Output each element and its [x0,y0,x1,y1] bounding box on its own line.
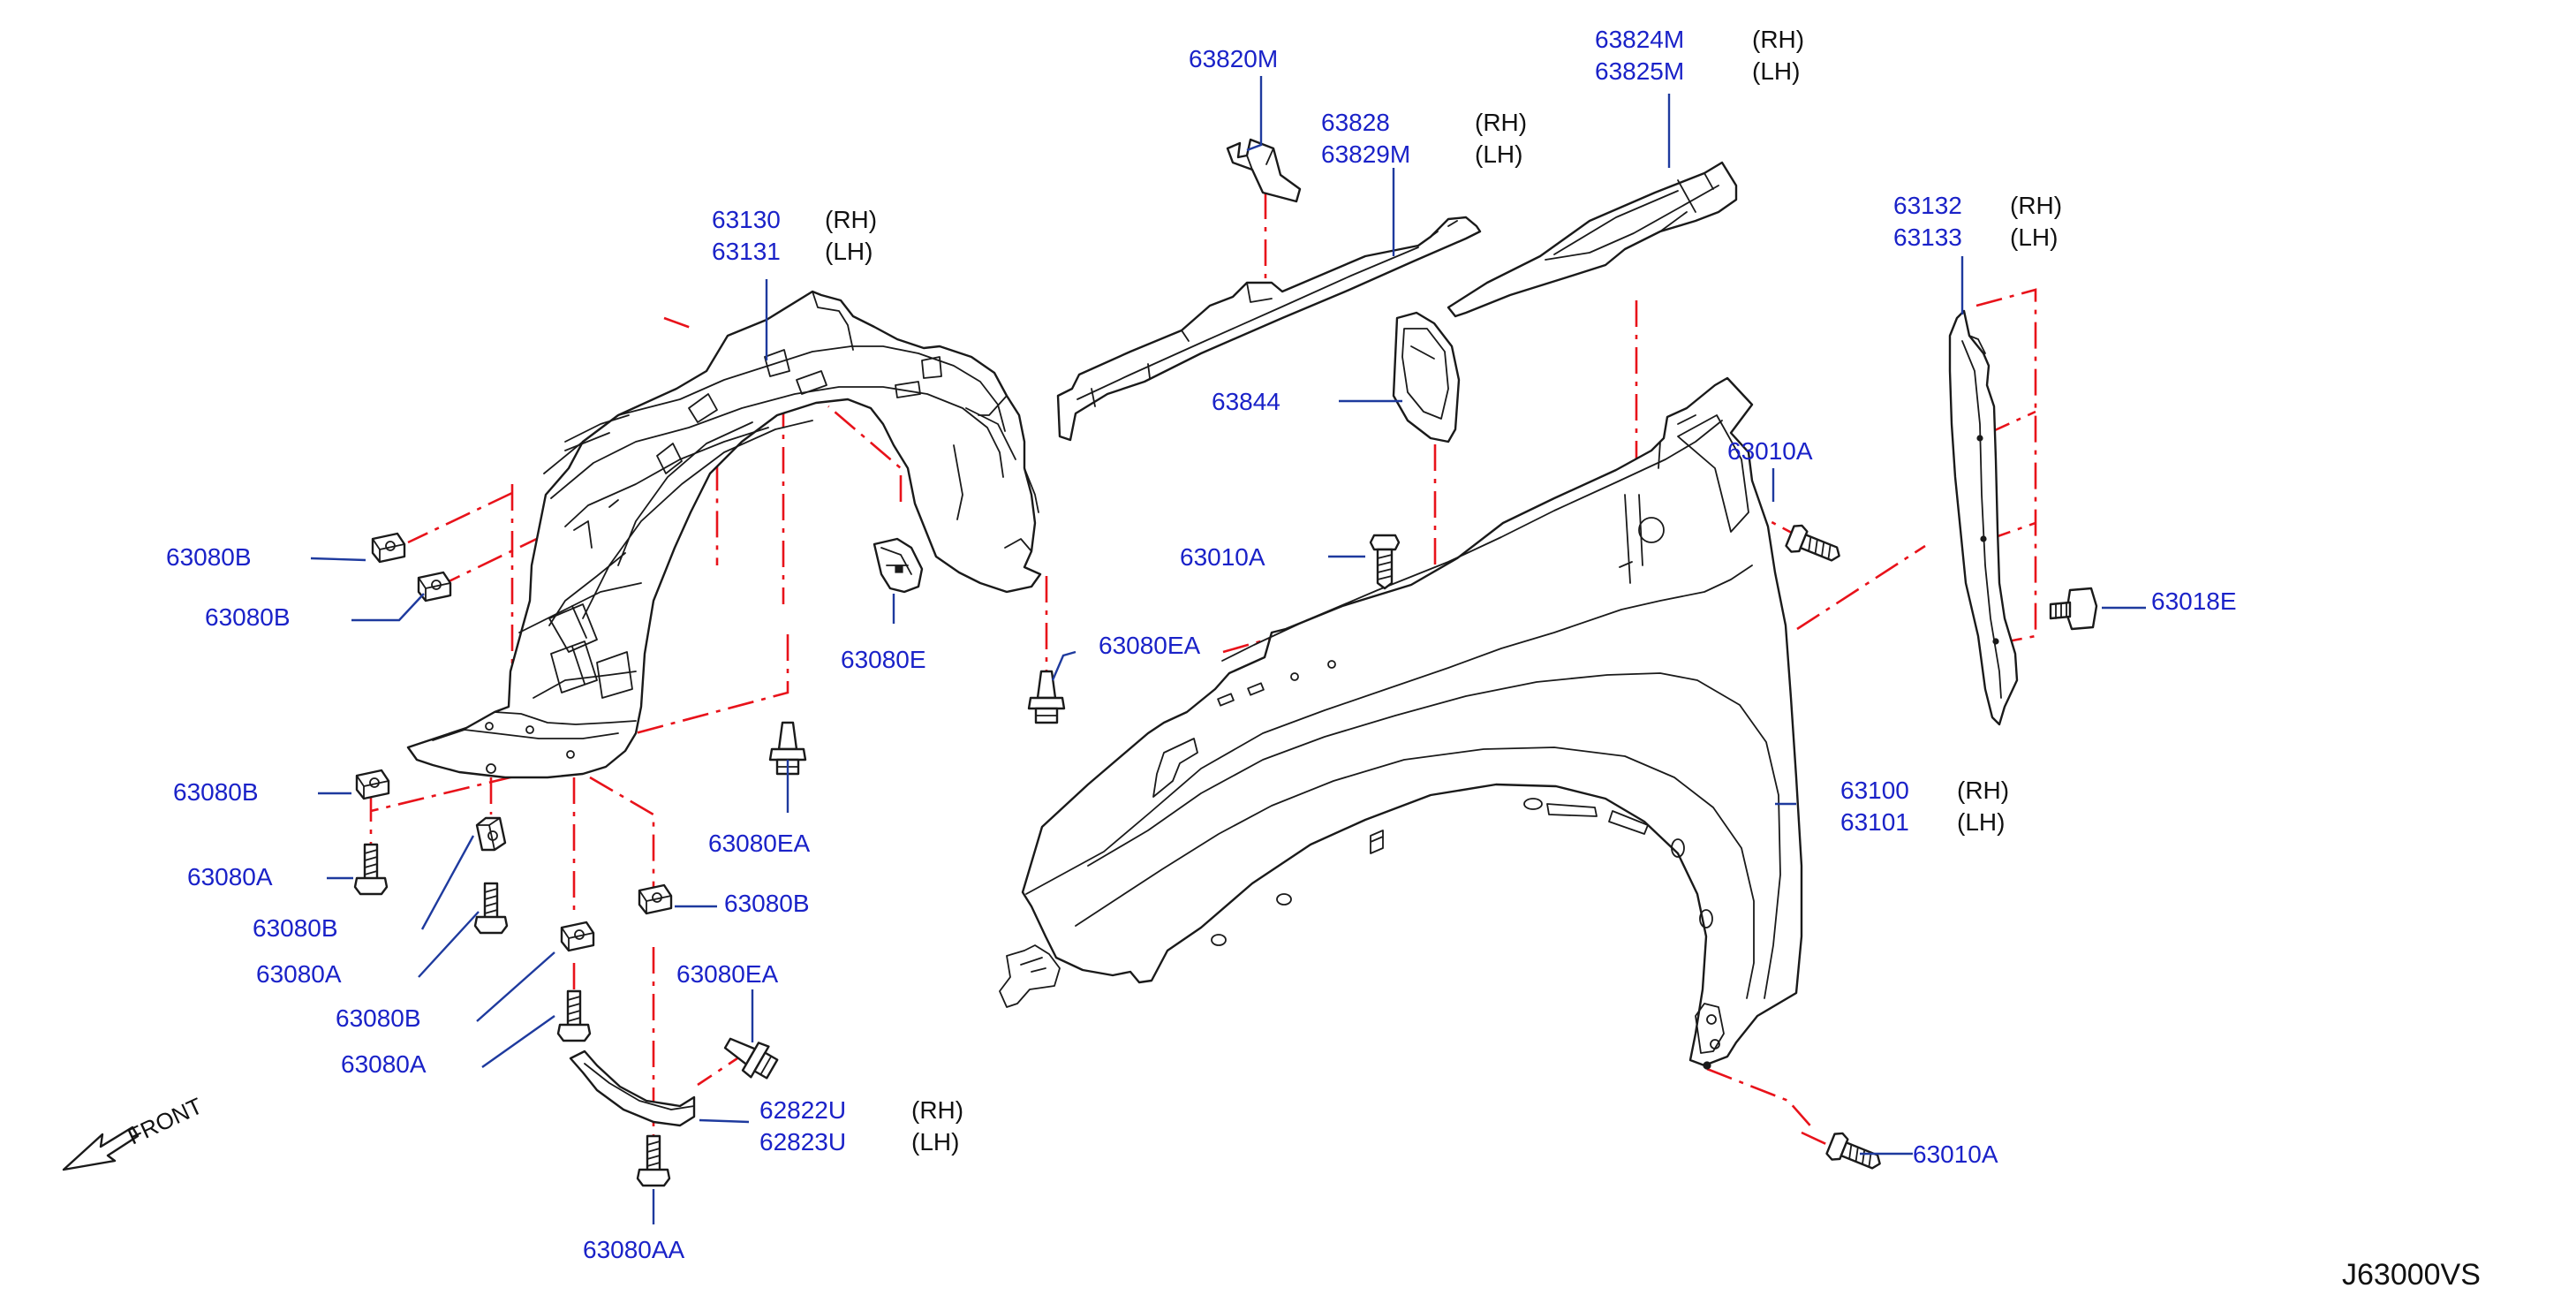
label-63010A-bottom: 63010A [1913,1140,1998,1168]
bolt-63010A-top [1783,521,1846,571]
label-63018E: 63018E [2151,587,2237,615]
label-63820M: 63820M [1189,45,1278,72]
bracket-62822U [569,1050,696,1127]
label-63080EA-1: 63080EA [1099,632,1201,659]
label-63080B-5: 63080B [336,1004,421,1032]
diagram-code: J63000VS [2342,1258,2481,1292]
clip-nut-63080B-4 [638,883,673,915]
label-63130-side: (RH) [825,206,877,233]
label-63010A-top: 63010A [1727,437,1813,465]
label-63101-side: (LH) [1957,808,2005,836]
pad-63844 [1392,311,1461,443]
bracket-63820M [1226,138,1302,203]
label-62822U-side: (RH) [911,1096,963,1124]
bolt-63010A-left [1369,534,1401,590]
front-label: FRONT [124,1092,207,1149]
label-63844: 63844 [1212,388,1280,415]
label-63080B-3: 63080B [173,778,259,806]
label-63132-side: (RH) [2010,192,2062,219]
label-63080AA: 63080AA [583,1236,685,1263]
label-63080B-4: 63080B [253,914,338,942]
label-63080EA-2: 63080EA [708,830,811,857]
label-63080A-3: 63080A [341,1050,427,1078]
label-63080B-1: 63080B [166,543,252,571]
clip-nut-63080B-2 [417,571,452,602]
label-63824M-side: (RH) [1752,26,1804,53]
label-63133: 63133 [1893,224,1962,251]
label-63829M-side: (LH) [1475,140,1522,168]
label-63130: 63130 [712,206,781,233]
bolt-63080A-3 [556,989,592,1042]
push-clip-63080EA-2 [1027,670,1066,724]
label-63100: 63100 [1840,777,1909,804]
label-63131-side: (LH) [825,238,873,265]
clip-nut-63080B-3 [355,769,390,800]
label-63080A-2: 63080A [256,960,342,988]
label-63133-side: (LH) [2010,224,2058,251]
liner-63130 [406,290,1042,779]
label-63080E: 63080E [841,646,926,673]
label-63132: 63132 [1893,192,1962,219]
label-63100-side: (RH) [1957,777,2009,804]
label-63828: 63828 [1321,109,1390,136]
part-labels: 63820M 63828 63829M (RH) (LH) 63824M 638… [166,26,2237,1263]
label-63080EA-3: 63080EA [676,960,779,988]
clip-nut-63080B-5 [560,921,595,952]
seal-63824M [1447,161,1738,318]
label-62822U: 62822U [759,1096,846,1124]
clip-nut-63080B-1 [371,532,406,564]
rail-63828 [1056,216,1482,442]
side-seal-63132 [1948,309,2019,726]
label-63080B-2: 63080B [205,603,291,631]
leader-lines [310,76,2146,1224]
fender-63100 [999,376,1803,1070]
bolt-63080A-1 [353,843,389,896]
label-63825M: 63825M [1595,57,1684,85]
clip-nut-63080B-6 [475,816,507,852]
push-clip-63080EA-3 [717,1027,782,1086]
label-63080B-6: 63080B [724,890,810,917]
label-63010A-left: 63010A [1180,543,1265,571]
label-63829M: 63829M [1321,140,1410,168]
label-63828-side: (RH) [1475,109,1527,136]
front-arrow-icon [62,1125,140,1171]
label-63825M-side: (LH) [1752,57,1800,85]
label-62823U: 62823U [759,1128,846,1156]
label-63824M: 63824M [1595,26,1684,53]
bolt-63080A-2 [473,882,509,935]
bolt-63080AA [636,1134,671,1187]
label-63080A-1: 63080A [187,863,273,890]
label-63131: 63131 [712,238,781,265]
clip-63018E [2049,587,2098,631]
clip-63080E [873,537,924,594]
label-62823U-side: (LH) [911,1128,959,1156]
label-63101: 63101 [1840,808,1909,836]
